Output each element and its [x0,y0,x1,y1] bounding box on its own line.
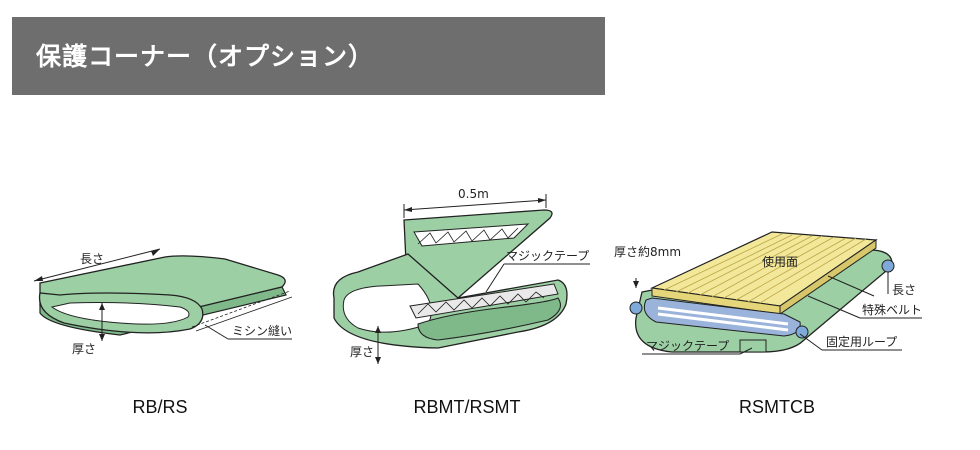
rsmtcb-figure: 厚さ約8mm 使用面 長さ 特殊ベルト マジックテープ 固定用ループ [614,231,922,355]
rbmt-velcro-label: マジックテープ [506,249,589,263]
rbrs-seam-label: ミシン縫い [232,323,292,338]
rbmt-figure: 0.5m マジックテープ 厚さ [332,187,590,364]
rbmt-caption: RBMT/RSMT [413,397,521,417]
rbrs-length-label: 長さ [80,252,104,266]
rbmt-width-label: 0.5m [458,187,489,201]
rsmtcb-thickness-label: 厚さ約8mm [614,244,681,259]
rbrs-caption: RB/RS [132,397,188,417]
rbrs-figure: 長さ 厚さ ミシン縫い [33,248,293,356]
section-header: 保護コーナー（オプション） [12,17,605,95]
rbrs-thickness-label: 厚さ [72,342,96,356]
rsmtcb-velcro-label: マジックテープ [646,339,729,353]
rsmtcb-length-label: 長さ [892,283,916,297]
rsmtcb-belt-label: 特殊ベルト [862,302,922,317]
rsmtcb-surface-label: 使用面 [762,254,798,269]
rsmtcb-loop-label: 固定用ループ [826,334,897,349]
section-title: 保護コーナー（オプション） [36,42,375,71]
rsmtcb-caption: RSMTCB [739,397,815,417]
rbmt-thickness-label: 厚さ [350,345,374,359]
